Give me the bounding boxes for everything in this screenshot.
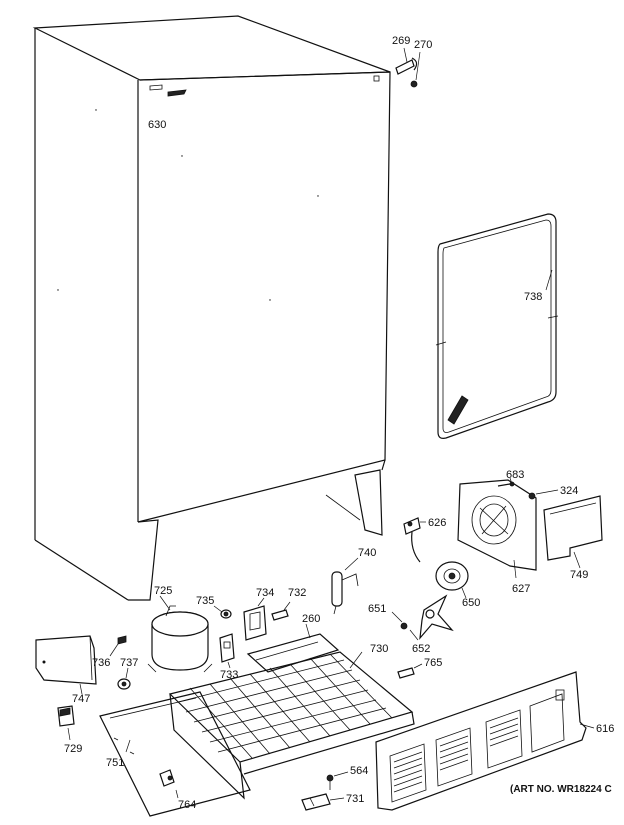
- art-number: (ART NO. WR18224 C: [510, 784, 612, 795]
- part-735-grommet: [213, 605, 232, 619]
- part-730-condenser: [168, 651, 415, 800]
- label-729: 729: [64, 743, 82, 755]
- part-736-clip: [109, 635, 127, 657]
- part-731-clip: [301, 793, 345, 811]
- label-734: 734: [256, 587, 274, 599]
- label-730: 730: [370, 643, 388, 655]
- label-751: 751: [106, 757, 124, 769]
- label-731: 731: [346, 793, 364, 805]
- part-747-cover: [35, 635, 97, 695]
- label-737: 737: [120, 657, 138, 669]
- label-738: 738: [524, 291, 542, 303]
- part-616-grille: [375, 671, 595, 811]
- label-683: 683: [506, 469, 524, 481]
- part-683-324-screws: [497, 477, 559, 500]
- label-764: 764: [178, 799, 196, 811]
- label-735: 735: [196, 595, 214, 607]
- label-749: 749: [570, 569, 588, 581]
- part-732-clip: [271, 601, 291, 621]
- part-737-grommet: [117, 667, 131, 690]
- cabinet: [32, 15, 391, 601]
- label-736: 736: [92, 657, 110, 669]
- part-650-fan-motor: [435, 561, 469, 599]
- label-732: 732: [288, 587, 306, 599]
- part-651-652-fan-blade: [391, 594, 454, 641]
- part-733-relay: [219, 633, 235, 669]
- label-765: 765: [424, 657, 442, 669]
- part-725-compressor: [147, 595, 213, 673]
- label-627: 627: [512, 583, 530, 595]
- label-630: 630: [148, 119, 166, 131]
- part-738-gasket: [435, 213, 559, 439]
- part-627-fan-shroud: [457, 479, 537, 579]
- label-269: 269: [392, 35, 410, 47]
- part-740-capacitor: [331, 557, 359, 615]
- part-734-overload: [243, 597, 267, 641]
- label-652: 652: [412, 643, 430, 655]
- part-564-screw: [326, 771, 349, 790]
- label-564: 564: [350, 765, 368, 777]
- part-749-cover: [543, 495, 603, 569]
- label-733: 733: [220, 669, 238, 681]
- label-270: 270: [414, 39, 432, 51]
- label-260: 260: [302, 613, 320, 625]
- part-729-cap: [57, 705, 75, 741]
- part-260-harness: [246, 623, 340, 673]
- part-764-fitting: [159, 769, 179, 799]
- part-labels: 269 270 630 738 683 324 626 740 725 735 …: [64, 35, 614, 811]
- part-626-sensor: [403, 517, 426, 563]
- label-324: 324: [560, 485, 578, 497]
- label-651: 651: [368, 603, 386, 615]
- part-751-base-pan: [99, 691, 251, 817]
- part-269-270-screw: [395, 47, 421, 88]
- label-616: 616: [596, 723, 614, 735]
- label-747: 747: [72, 693, 90, 705]
- label-740: 740: [358, 547, 376, 559]
- label-626: 626: [428, 517, 446, 529]
- label-725: 725: [154, 585, 172, 597]
- label-650: 650: [462, 597, 480, 609]
- part-765-clip: [397, 663, 423, 679]
